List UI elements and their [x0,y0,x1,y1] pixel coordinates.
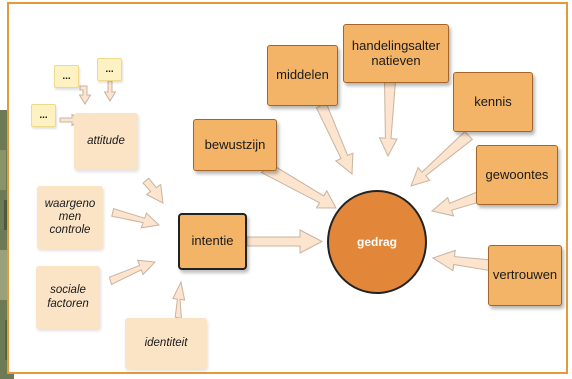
arrow-bewustzijn-to-gedrag [260,163,337,209]
arrow-identiteit-to-intentie [172,280,186,320]
arrow-intentie-to-gedrag [246,229,324,254]
arrow-sociale-to-intentie [108,259,157,286]
middelen-node: middelen [267,45,338,106]
arrow-middelen-to-gedrag [315,102,354,176]
arrow-ellipsis-topright-to-attitude [103,80,117,102]
arrow-kennis-to-gedrag [410,130,474,187]
ellipsis-box-left: ... [31,104,56,127]
vertrouwen-node: vertrouwen [488,245,562,306]
intentie-node: intentie [178,213,247,270]
ellipsis-box-top-right: ... [97,58,122,81]
ellipsis-box-top-left: ... [54,65,79,88]
arrow-gewoontes-to-gedrag [430,191,482,217]
gewoontes-node: gewoontes [476,145,558,205]
kennis-node: kennis [453,72,533,132]
attitude-node: attitude [74,113,138,170]
identiteit-node: identiteit [125,318,207,369]
arrow-ellipsis-topleft-to-attitude [78,85,92,105]
handelingsalternatieven-node: handelingsalter natieven [343,24,449,83]
bewustzijn-node: bewustzijn [193,119,277,171]
sociale-factoren-node: sociale factoren [36,266,100,329]
arrow-controle-to-intentie [111,207,161,229]
arrow-handelingsalternatieven-to-gedrag [378,79,398,158]
waargenomen-controle-node: waargeno men controle [37,186,103,249]
gedrag-node: gedrag [327,190,427,294]
arrow-attitude-to-intentie [142,177,164,204]
arrow-vertrouwen-to-gedrag [431,249,493,272]
